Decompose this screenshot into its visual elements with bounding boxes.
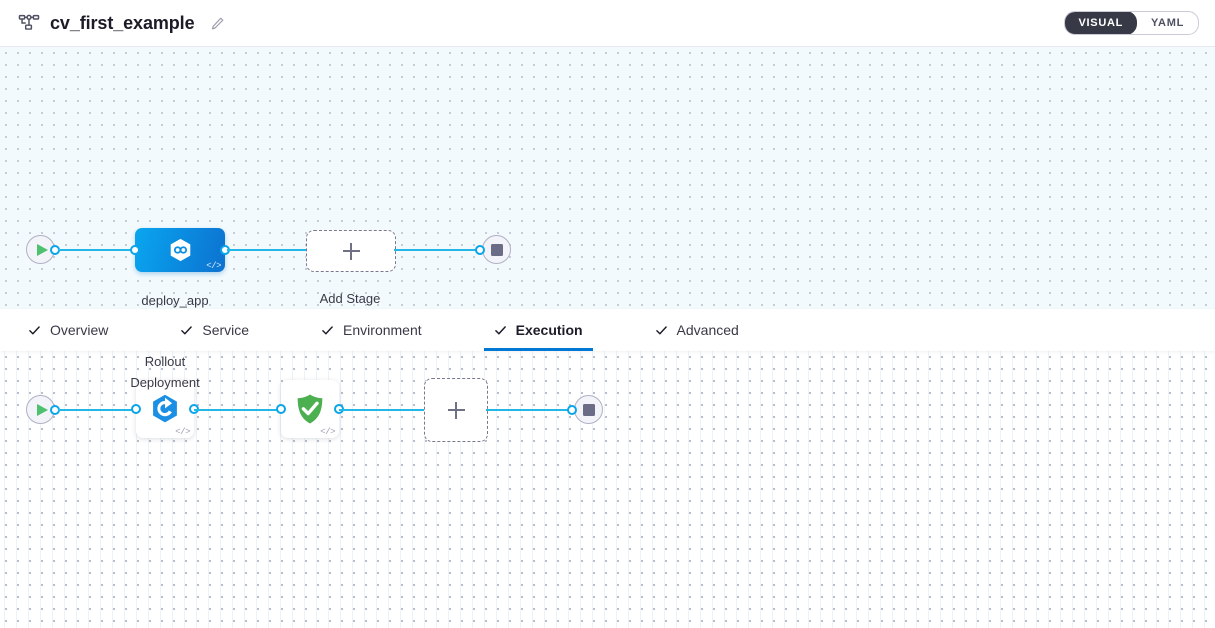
edge-add-stage-to-end (394, 249, 480, 251)
green-shield-check-icon (297, 394, 323, 424)
check-icon (29, 325, 40, 334)
edge-add-step-to-end (486, 409, 572, 411)
stop-icon (490, 243, 503, 256)
edge-rollout-to-verify (194, 409, 282, 411)
execution-start-node[interactable] (26, 395, 60, 424)
stage-graph-canvas[interactable]: </> deploy_app Add Stage (0, 47, 1215, 309)
play-icon (36, 243, 48, 256)
execution-graph-canvas[interactable]: </> Rollout Deployment </> verify_cv Add… (0, 351, 1215, 628)
add-stage-label: Add Stage (319, 291, 381, 306)
execution-end-node[interactable] (567, 395, 603, 424)
add-stage-button[interactable] (306, 230, 396, 272)
end-circle (482, 235, 511, 264)
header-left-group: cv_first_example (18, 12, 225, 34)
step-card-rollout-deployment[interactable]: </> (131, 380, 199, 438)
deploy-app-input-port[interactable] (130, 245, 140, 255)
plus-icon (342, 242, 360, 260)
tab-service[interactable]: Service (170, 309, 259, 351)
verify-input-port[interactable] (276, 404, 286, 414)
app-header: cv_first_example VISUAL YAML (0, 0, 1215, 47)
check-icon (655, 325, 667, 334)
end-input-port[interactable] (475, 245, 485, 255)
header-right-group: VISUAL YAML (1064, 11, 1199, 35)
rollout-input-port[interactable] (131, 404, 141, 414)
kubernetes-rollout-icon (153, 394, 177, 423)
tab-execution[interactable]: Execution (483, 309, 593, 351)
edge-verify-to-add-step (339, 409, 425, 411)
stage-node-deploy-app[interactable]: </> (130, 228, 230, 272)
edge-start-to-deploy-app (58, 249, 136, 251)
edge-deploy-app-to-add-stage (227, 249, 307, 251)
plus-icon (447, 401, 465, 419)
toggle-option-yaml[interactable]: YAML (1151, 17, 1184, 29)
stage-label-deploy-app: deploy_app (141, 293, 209, 308)
end-circle (574, 395, 603, 424)
toggle-option-visual[interactable]: VISUAL (1065, 12, 1138, 34)
stage-config-tabs[interactable]: Overview Service Environment Execution A… (0, 309, 1215, 351)
check-icon (494, 325, 506, 335)
tab-label: Execution (515, 322, 583, 338)
step-card-verify-cv[interactable]: </> (276, 380, 344, 438)
view-mode-toggle[interactable]: VISUAL YAML (1064, 11, 1199, 35)
tab-label: Environment (343, 322, 422, 338)
check-icon (181, 325, 193, 334)
stop-icon (582, 403, 595, 416)
stage-end-node[interactable] (475, 235, 511, 264)
play-icon (36, 403, 48, 416)
tab-environment[interactable]: Environment (311, 309, 432, 351)
tab-overview[interactable]: Overview (18, 309, 118, 351)
edge-start-to-rollout (58, 409, 138, 411)
step-code-glyph[interactable]: </> (320, 427, 335, 437)
tab-label: Service (202, 322, 250, 338)
step-code-glyph[interactable]: </> (175, 427, 190, 437)
tab-advanced[interactable]: Advanced (645, 309, 749, 351)
add-step-button[interactable] (424, 378, 488, 442)
stage-start-node[interactable] (26, 235, 60, 264)
execution-end-input-port[interactable] (567, 405, 577, 415)
pencil-edit-icon[interactable] (210, 16, 225, 31)
step-label-rollout-deployment: Rollout Deployment (130, 354, 200, 390)
tab-label: Overview (50, 322, 109, 338)
tab-label: Advanced (676, 322, 739, 338)
harness-cd-hexagon-icon (170, 238, 190, 261)
pipeline-nodes-icon (18, 14, 40, 30)
stage-code-glyph[interactable]: </> (206, 261, 221, 271)
page-title: cv_first_example (50, 12, 195, 33)
check-icon (322, 325, 333, 334)
